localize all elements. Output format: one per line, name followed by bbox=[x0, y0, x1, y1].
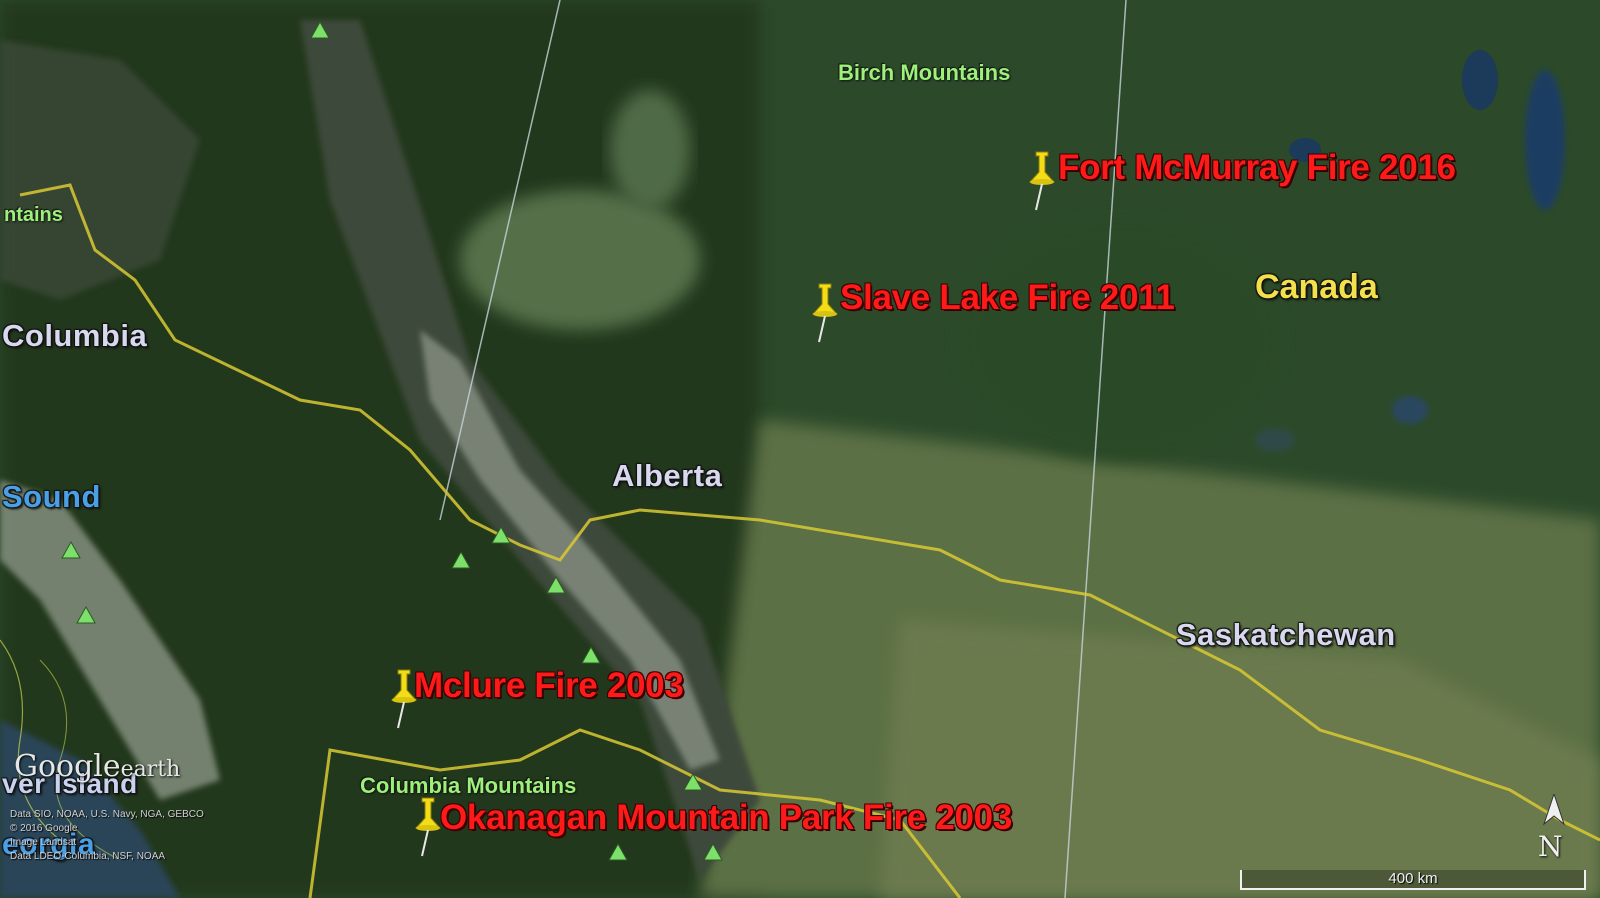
north-label: N bbox=[1538, 830, 1563, 863]
credit-line: Image Landsat bbox=[10, 837, 77, 848]
fire-label-fort-mcmurray[interactable]: Fort McMurray Fire 2016 bbox=[1058, 148, 1456, 187]
region-label-sound: Sound bbox=[2, 479, 101, 514]
region-label-georgia: eorgia bbox=[2, 828, 96, 861]
region-label-saskatchewan: Saskatchewan bbox=[1176, 617, 1396, 652]
mountain-label-edge: ntains bbox=[4, 204, 63, 226]
peak-marker-icon[interactable] bbox=[607, 842, 629, 862]
mountain-label-columbia: Columbia Mountains bbox=[360, 773, 577, 798]
peak-marker-icon[interactable] bbox=[450, 550, 472, 570]
country-label-canada: Canada bbox=[1255, 268, 1378, 306]
scale-bar-label: 400 km bbox=[1388, 870, 1438, 887]
region-label-island: ver Island bbox=[2, 768, 138, 799]
fire-label-okanagan[interactable]: Okanagan Mountain Park Fire 2003 bbox=[440, 798, 1012, 837]
pushpin-icon[interactable] bbox=[805, 282, 845, 346]
logo-text: Google bbox=[14, 749, 121, 784]
peak-marker-icon[interactable] bbox=[490, 525, 512, 545]
region-label-alberta: Alberta bbox=[612, 458, 723, 493]
fire-label-slave-lake[interactable]: Slave Lake Fire 2011 bbox=[840, 278, 1175, 317]
peak-marker-icon[interactable] bbox=[682, 772, 704, 792]
credit-line: Data SIO, NOAA, U.S. Navy, NGA, GEBCO bbox=[10, 809, 204, 820]
credit-line: © 2016 Google bbox=[10, 823, 78, 834]
north-arrow-icon bbox=[1542, 794, 1566, 826]
google-earth-logo: Googleearth bbox=[14, 752, 180, 782]
mountain-label-birch: Birch Mountains bbox=[838, 60, 1011, 85]
peak-marker-icon[interactable] bbox=[75, 605, 97, 625]
pushpin-icon[interactable] bbox=[408, 796, 448, 860]
imagery-credits: Data SIO, NOAA, U.S. Navy, NGA, GEBCO © … bbox=[10, 808, 204, 864]
logo-suffix: earth bbox=[120, 757, 181, 782]
pushpin-icon[interactable] bbox=[1022, 150, 1062, 214]
fire-label-mclure[interactable]: Mclure Fire 2003 bbox=[414, 666, 684, 705]
peak-marker-icon[interactable] bbox=[545, 575, 567, 595]
compass[interactable]: N bbox=[1534, 792, 1574, 863]
pushpin-icon[interactable] bbox=[384, 668, 424, 732]
peak-marker-icon[interactable] bbox=[60, 540, 82, 560]
region-label-columbia: Columbia bbox=[2, 318, 148, 353]
credit-line: Data LDEO-Columbia, NSF, NOAA bbox=[10, 851, 166, 862]
scale-bar: 400 km bbox=[1240, 866, 1586, 890]
peak-marker-icon[interactable] bbox=[580, 645, 602, 665]
scale-bar-line bbox=[1240, 870, 1586, 890]
peak-marker-icon[interactable] bbox=[309, 20, 331, 40]
peak-marker-icon[interactable] bbox=[702, 842, 724, 862]
